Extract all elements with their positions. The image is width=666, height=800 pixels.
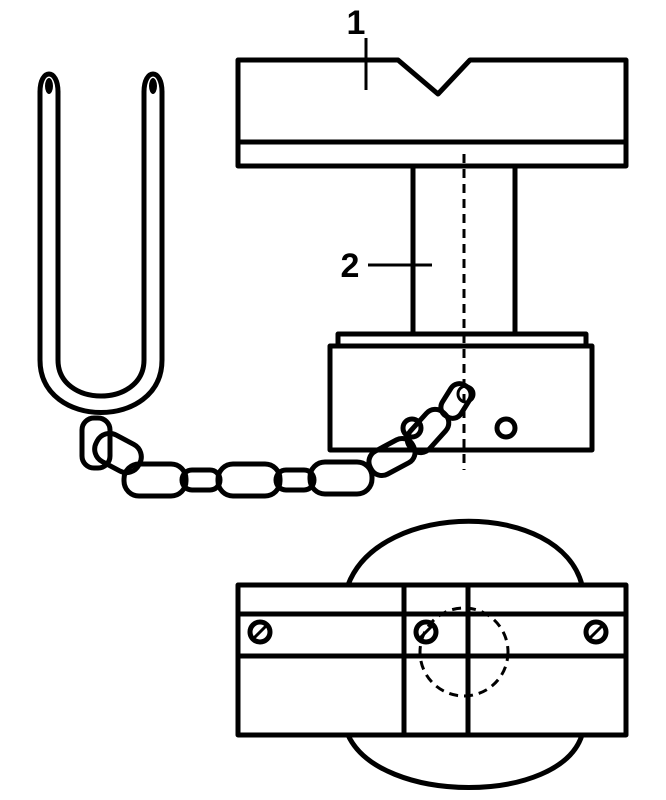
callout-2-label: 2 — [341, 247, 360, 285]
support-head — [235, 57, 629, 169]
screw-center — [413, 619, 439, 645]
screw-left — [247, 619, 273, 645]
fork-holder — [37, 71, 165, 471]
callout-1: 1 — [347, 4, 368, 90]
callout-1-label: 1 — [347, 4, 366, 42]
callout-2: 2 — [341, 247, 432, 285]
support-base — [327, 331, 595, 453]
plan-view — [235, 518, 629, 790]
support-column — [410, 154, 518, 470]
chain — [92, 381, 476, 499]
screw-right — [583, 619, 609, 645]
